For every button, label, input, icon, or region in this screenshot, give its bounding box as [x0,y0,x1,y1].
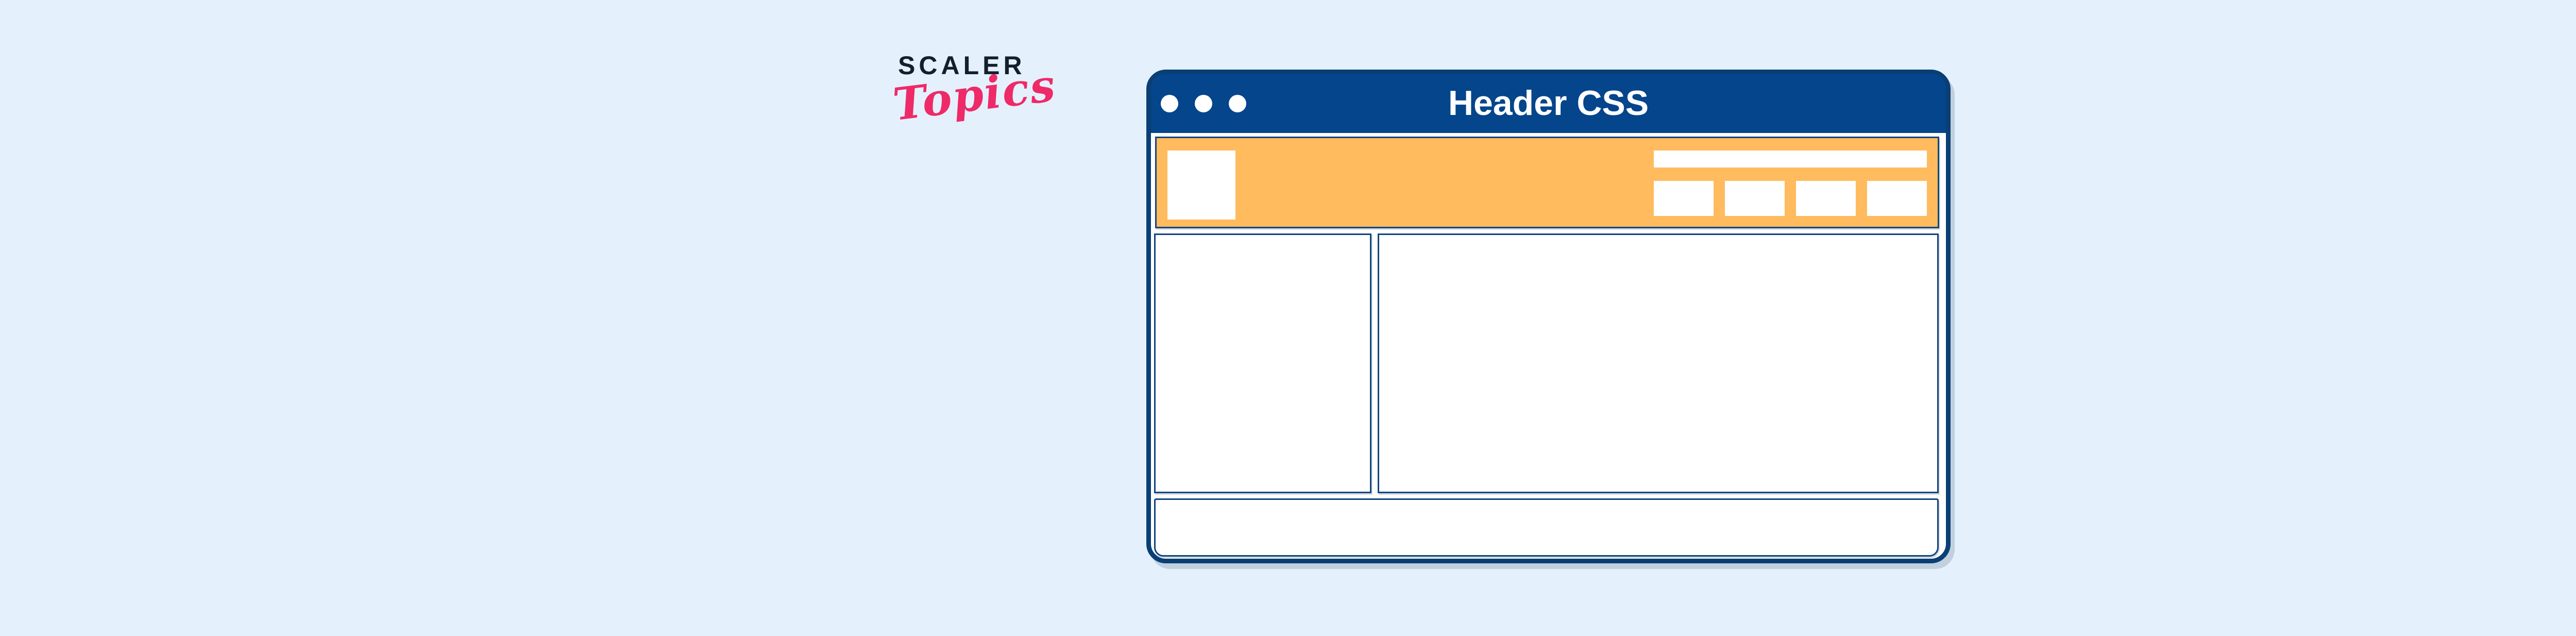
nav-links-row [1654,181,1927,216]
nav-link-placeholder [1796,181,1856,216]
window-titlebar: Header CSS [1151,74,1946,133]
sidebar-placeholder [1154,233,1371,493]
window-dot-icon [1195,95,1212,112]
brand-logo: SCALER Topics [890,49,1059,147]
logo-placeholder [1167,150,1235,220]
brand-wordmark-scaler: SCALER [898,51,1026,80]
window-controls [1161,74,1246,133]
window-title: Header CSS [1448,83,1649,123]
nav-link-placeholder [1654,181,1714,216]
browser-window-mockup: Header CSS [1146,70,1951,563]
content-placeholder [1378,233,1939,493]
search-bar-placeholder [1654,150,1927,168]
window-dot-icon [1161,95,1178,112]
header-bar-highlight [1155,137,1939,228]
nav-link-placeholder [1867,181,1927,216]
footer-placeholder [1154,498,1939,557]
nav-link-placeholder [1725,181,1785,216]
window-dot-icon [1229,95,1246,112]
